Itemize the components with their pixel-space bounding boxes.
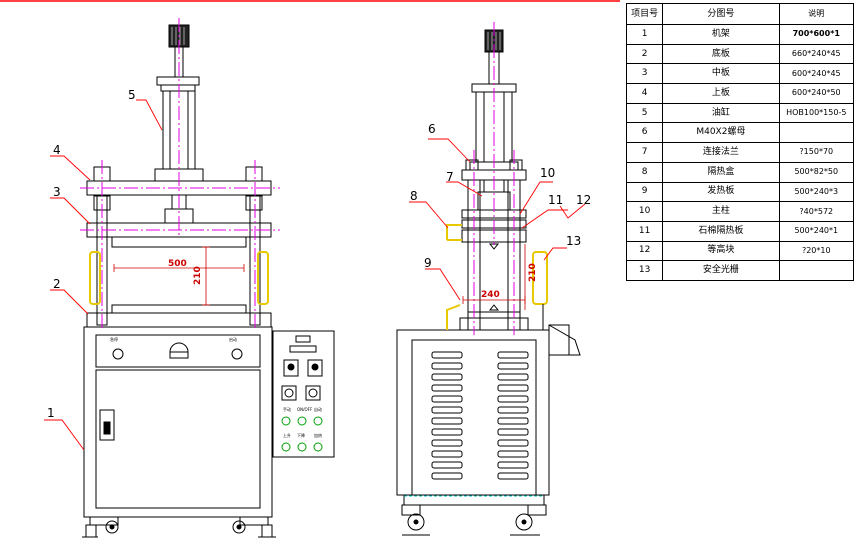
cell: 油缸: [662, 102, 780, 124]
cell: [778, 260, 855, 281]
cell: 11: [625, 220, 664, 242]
svg-text:下降: 下降: [297, 432, 305, 438]
control-strip: [95, 334, 261, 368]
cell: HOB100*150-5: [778, 102, 855, 124]
cell: 发热板: [662, 181, 780, 203]
label-4: 4: [53, 143, 61, 157]
svg-text:自动: 自动: [314, 406, 322, 412]
label-3: 3: [53, 185, 61, 199]
cell: 700*600*1: [778, 24, 855, 45]
cell: 隔热盒: [662, 161, 780, 183]
side-bottom-plate: [459, 317, 529, 331]
cell: 安全光栅: [662, 260, 780, 281]
cell: M40X2螺母: [662, 122, 780, 144]
svg-text:ON/OFF: ON/OFF: [297, 407, 313, 412]
cell: 石棉隔热板: [662, 220, 780, 242]
label-6: 6: [428, 122, 436, 136]
header-description: 说明: [778, 3, 855, 25]
cell: 6: [625, 122, 664, 144]
cell: 主柱: [662, 201, 780, 222]
dim-height-front: 210: [193, 266, 203, 285]
cell: 500*82*50: [778, 161, 855, 183]
cell: ?20*10: [778, 240, 855, 262]
heat-box-left: [89, 251, 101, 305]
cell: ?150*70: [778, 142, 855, 163]
label-7: 7: [446, 170, 454, 184]
cylinder-flange-top: [156, 76, 200, 86]
side-view: [396, 22, 586, 536]
label-11: 11: [548, 193, 563, 207]
dim-height-side: 210: [528, 263, 538, 282]
cell: 底板: [662, 43, 780, 65]
cell: 12: [625, 240, 664, 262]
table-header-row: 项目号 分图号 说明: [625, 3, 855, 25]
cell: 660*240*45: [778, 43, 855, 65]
heat-box-right: [257, 251, 269, 305]
cell: 3: [625, 63, 664, 85]
cell: 600*240*50: [778, 83, 855, 104]
header-item-no: 项目号: [625, 3, 664, 25]
svg-text:加热: 加热: [314, 432, 322, 438]
svg-text:手动: 手动: [283, 406, 291, 412]
label-1: 1: [47, 406, 55, 420]
header-drawing-no: 分图号: [662, 3, 780, 25]
front-view: 急停 启动 手动 ON/OFF 自动 上升 下降 加热: [44, 18, 335, 538]
label-13: 13: [566, 234, 581, 248]
cell: 500*240*3: [778, 181, 855, 203]
door-handle: [99, 409, 115, 441]
cell: 5: [625, 102, 664, 124]
svg-text:启动: 启动: [229, 336, 237, 342]
dim-width-front: 500: [168, 259, 187, 269]
cell: 等高块: [662, 240, 780, 262]
label-5: 5: [128, 88, 136, 102]
svg-text:上升: 上升: [283, 432, 291, 438]
label-9: 9: [424, 256, 432, 270]
cell: 10: [625, 201, 664, 222]
cell: 600*240*45: [778, 63, 855, 85]
label-10: 10: [540, 166, 555, 180]
cell: 9: [625, 181, 664, 203]
label-12: 12: [576, 193, 591, 207]
cell: 8: [625, 161, 664, 183]
safety-light-curtain: [532, 251, 548, 305]
cabinet-door: [95, 369, 261, 509]
cell: 13: [625, 260, 664, 281]
cell: 4: [625, 83, 664, 104]
cell: 7: [625, 142, 664, 163]
svg-text:急停: 急停: [110, 336, 118, 342]
cell: 连接法兰: [662, 142, 780, 163]
label-2: 2: [53, 277, 61, 291]
cell: 上板: [662, 83, 780, 104]
bottom-plate: [86, 312, 272, 328]
label-8: 8: [410, 189, 418, 203]
cell: 中板: [662, 63, 780, 85]
machine-frame: [83, 326, 273, 518]
cell: ?40*572: [778, 201, 855, 222]
cell: 2: [625, 43, 664, 65]
cell: 500*240*1: [778, 220, 855, 242]
cell: 机架: [662, 24, 780, 45]
cell: 1: [625, 24, 664, 45]
control-box: [272, 330, 335, 458]
cell: [778, 122, 855, 144]
dim-width-side: 240: [481, 290, 500, 300]
